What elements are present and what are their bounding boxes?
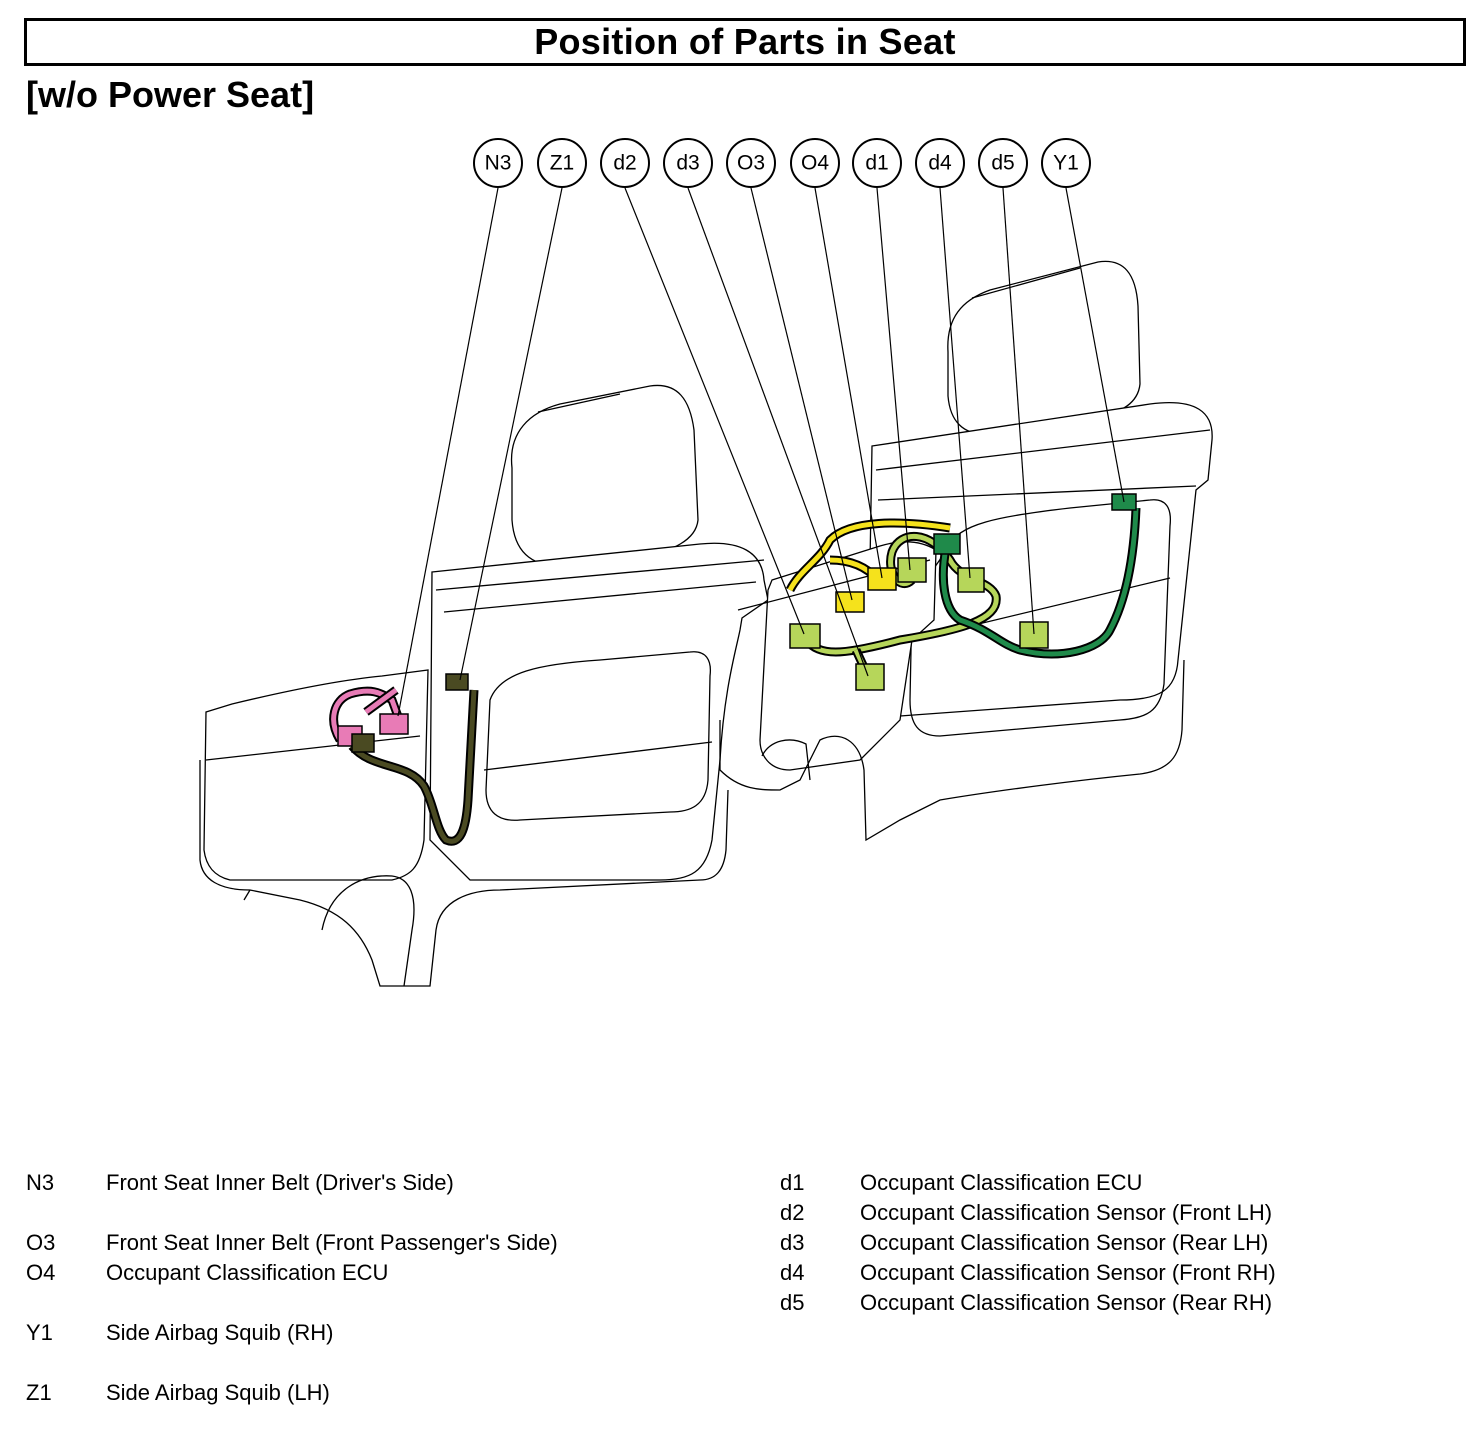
svg-text:Z1: Z1 (550, 152, 575, 175)
connector-green-d2 (789, 623, 821, 649)
connector-dark-left-a (351, 733, 375, 753)
legend-desc: Side Airbag Squib (RH) (106, 1320, 334, 1345)
svg-text:Y1: Y1 (1053, 152, 1079, 175)
title-box: Position of Parts in Seat (24, 18, 1466, 66)
svg-text:d2: d2 (613, 152, 636, 175)
callout-d4: d4 (915, 138, 965, 188)
legend-code: Y1 (26, 1320, 53, 1345)
connector-darkgreen-ecu (933, 533, 961, 555)
legend-desc: Front Seat Inner Belt (Driver's Side) (106, 1170, 454, 1195)
leader-lines (397, 187, 1125, 717)
connector-green-d4 (957, 567, 985, 593)
page-title: Position of Parts in Seat (534, 21, 956, 62)
svg-text:d1: d1 (865, 152, 888, 175)
connector-dark-left-b (445, 673, 469, 691)
legend-code: d5 (780, 1290, 805, 1315)
callout-d3: d3 (663, 138, 713, 188)
callout-y1: Y1 (1041, 138, 1091, 188)
callout-z1: Z1 (537, 138, 587, 188)
svg-text:d4: d4 (928, 152, 952, 175)
legend-code: d3 (780, 1230, 805, 1255)
legend-desc: Occupant Classification Sensor (Front LH… (860, 1200, 1273, 1225)
callout-d5: d5 (978, 138, 1028, 188)
legend-desc: Occupant Classification Sensor (Rear RH) (860, 1290, 1273, 1315)
legend-code: O4 (26, 1260, 56, 1285)
callout-group: N3 Z1 d2 d3 O3 O4 d1 d4 (473, 138, 1091, 188)
callout-d1: d1 (852, 138, 902, 188)
right-seat-outline (719, 260, 1213, 842)
left-seat-outline (199, 384, 769, 987)
legend-desc: Front Seat Inner Belt (Front Passenger's… (106, 1230, 558, 1255)
callout-n3: N3 (473, 138, 523, 188)
left-seat-harness (329, 686, 479, 846)
legend-code: O3 (26, 1230, 56, 1255)
legend-code: d2 (780, 1200, 805, 1225)
callout-d2: d2 (600, 138, 650, 188)
right-seat-harness (785, 507, 1141, 678)
connector-green-d1 (897, 557, 927, 583)
legend-code: d4 (780, 1260, 805, 1285)
legend-code: N3 (26, 1170, 55, 1195)
svg-text:d5: d5 (991, 152, 1014, 175)
legend-desc: Occupant Classification Sensor (Front RH… (860, 1260, 1276, 1285)
connector-yellow-b (867, 567, 897, 591)
legend-code: d1 (780, 1170, 805, 1195)
legend-desc: Occupant Classification ECU (860, 1170, 1143, 1195)
legend-desc: Occupant Classification Sensor (Rear LH) (860, 1230, 1269, 1255)
svg-text:O3: O3 (737, 152, 765, 175)
connector-green-d3 (855, 663, 885, 691)
svg-text:O4: O4 (801, 152, 829, 175)
page-subtitle: [w/o Power Seat] (26, 74, 315, 115)
svg-text:N3: N3 (485, 152, 512, 175)
svg-text:d3: d3 (676, 152, 699, 175)
callout-o3: O3 (726, 138, 776, 188)
callout-o4: O4 (790, 138, 840, 188)
legend-desc: Side Airbag Squib (LH) (106, 1380, 330, 1405)
connector-pink-b (379, 713, 409, 735)
legend-code: Z1 (26, 1380, 52, 1405)
legend-desc: Occupant Classification ECU (106, 1260, 389, 1285)
